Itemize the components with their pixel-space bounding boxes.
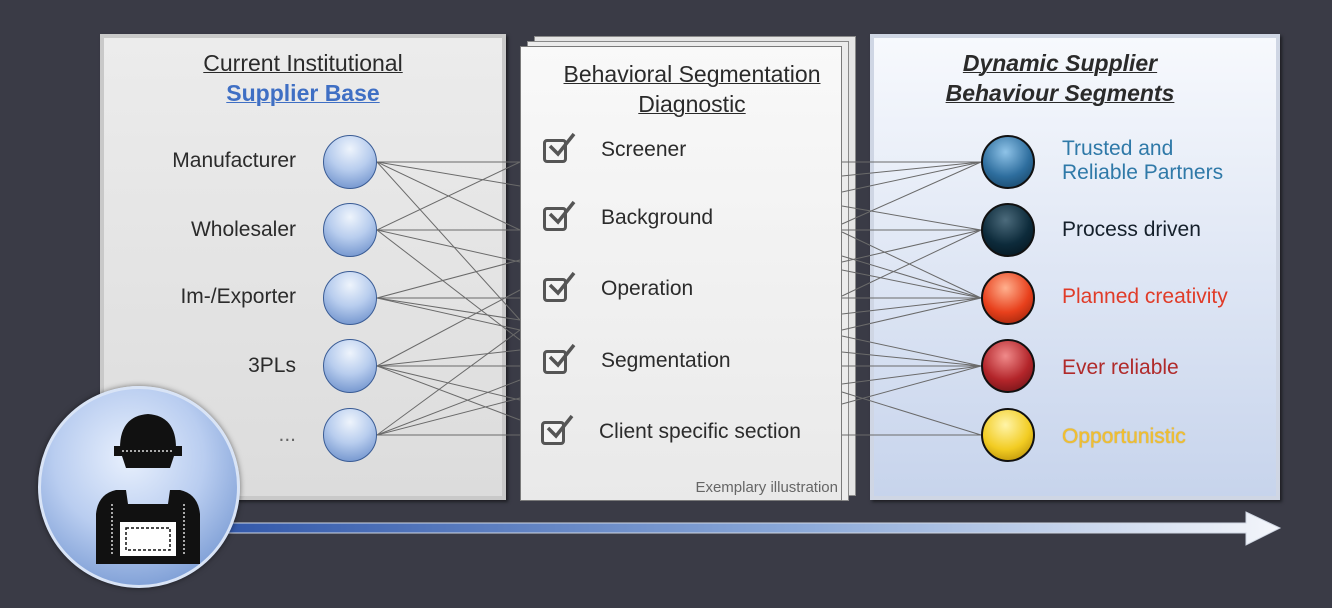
source-node — [323, 339, 377, 393]
checkbox — [543, 271, 576, 302]
checkmark-icon — [548, 132, 576, 157]
source-label-3pls: 3PLs — [248, 354, 296, 377]
left-panel-title: Current Institutional Supplier Base — [100, 48, 506, 108]
segment-node-planned — [981, 271, 1035, 325]
segment-label-process: Process driven — [1062, 218, 1201, 241]
right-panel-title: Dynamic Supplier Behaviour Segments — [870, 48, 1250, 108]
segment-label-line2: Reliable Partners — [1062, 161, 1224, 184]
segment-node-opportunistic — [981, 408, 1035, 462]
source-node — [323, 408, 377, 462]
segment-label-planned: Planned creativity — [1062, 285, 1228, 308]
diagnostic-label: Segmentation — [601, 349, 731, 372]
segment-label-line1: Trusted and — [1062, 137, 1174, 160]
checkmark-icon — [546, 414, 574, 439]
diagnostic-item-client-specific: Client specific section — [538, 414, 858, 456]
diagnostic-item-operation: Operation — [540, 271, 860, 313]
right-title-line1: Dynamic Supplier — [962, 50, 1158, 76]
source-label-im-exporter: Im-/Exporter — [180, 285, 296, 308]
source-node — [323, 135, 377, 189]
footnote: Exemplary illustration — [695, 479, 838, 496]
diagnostic-item-background: Background — [540, 200, 860, 242]
checkbox — [543, 132, 576, 163]
source-node — [323, 271, 377, 325]
left-title-line1: Current Institutional — [203, 50, 403, 76]
checkbox — [543, 343, 576, 374]
source-label-wholesaler: Wholesaler — [190, 218, 296, 241]
checkmark-icon — [548, 343, 576, 368]
source-node — [323, 203, 377, 257]
segment-label-trusted: Trusted and Reliable Partners — [1062, 137, 1223, 185]
left-title-line2: Supplier Base — [226, 80, 380, 106]
checkbox — [543, 200, 576, 231]
diagnostic-label: Operation — [601, 277, 694, 300]
checkmark-icon — [548, 200, 576, 225]
segment-node-trusted — [981, 135, 1035, 189]
diagnostic-label: Client specific section — [599, 420, 801, 443]
worker-avatar — [38, 386, 240, 588]
segment-label-opportunistic: Opportunistic — [1062, 425, 1186, 448]
segment-label-reliable: Ever reliable — [1062, 356, 1179, 379]
worker-icon — [96, 414, 200, 564]
right-title-line2: Behaviour Segments — [945, 80, 1175, 106]
checkbox — [541, 414, 574, 445]
diagnostic-label: Screener — [601, 138, 687, 161]
diagnostic-item-segmentation: Segmentation — [540, 343, 860, 385]
diagnostic-item-screener: Screener — [540, 132, 860, 174]
diagnostic-label: Background — [601, 206, 714, 229]
middle-title-line2: Diagnostic — [638, 91, 746, 117]
middle-panel-title: Behavioral Segmentation Diagnostic — [520, 59, 864, 119]
checkmark-icon — [548, 271, 576, 296]
middle-title-line1: Behavioral Segmentation — [563, 61, 821, 87]
segment-node-process — [981, 203, 1035, 257]
source-label-more: ... — [278, 423, 296, 446]
segment-node-reliable — [981, 339, 1035, 393]
source-label-manufacturer: Manufacturer — [172, 149, 296, 172]
right-panel — [870, 34, 1280, 500]
